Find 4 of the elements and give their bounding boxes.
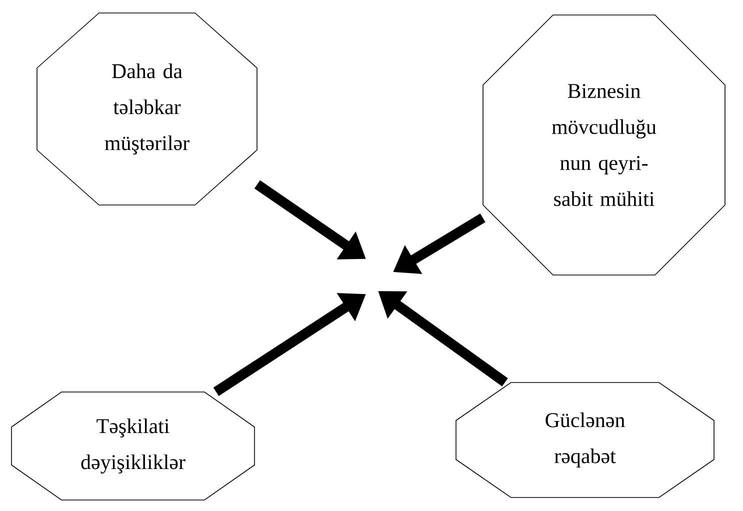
octagon-box: Güclənən rəqabət (456, 382, 714, 498)
octagon-box: Daha da tələbkar müştərilər (36, 12, 258, 206)
octagon-box: Biznesin mövcudluğu nun qeyri-sabit mühiti (482, 14, 726, 276)
octagon-box: Təşkilati dəyişikliklər (11, 392, 255, 500)
